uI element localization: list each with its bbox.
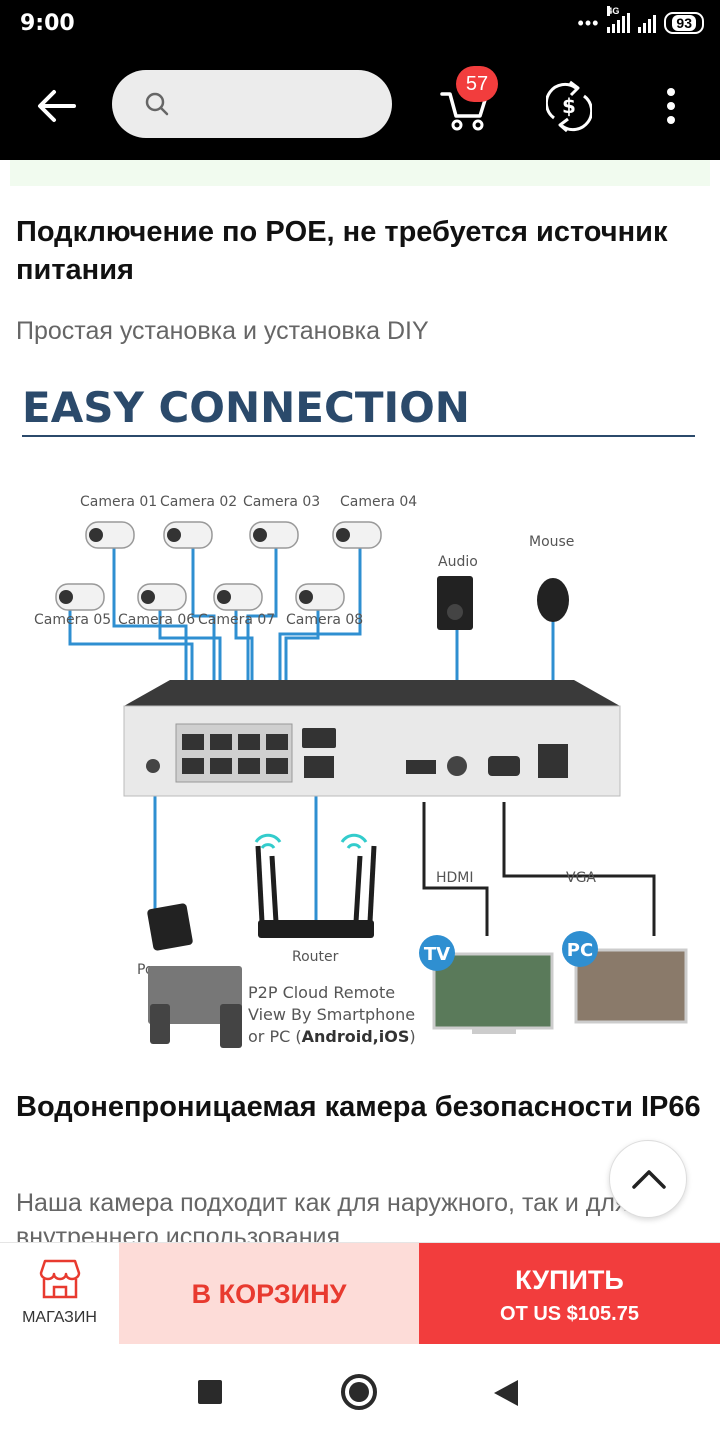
status-time: 9:00 <box>20 11 75 36</box>
p2p-line-3-suffix: ) <box>409 1027 415 1046</box>
search-icon <box>145 92 169 116</box>
buy-now-button[interactable]: КУПИТЬ ОТ US $105.75 <box>419 1243 720 1345</box>
system-back-button[interactable] <box>494 1380 518 1406</box>
back-button[interactable] <box>34 84 78 128</box>
section-title-ip66: Водонепроницаемая камера безопасности IP… <box>16 1091 701 1123</box>
store-icon <box>39 1259 81 1299</box>
vga-label: VGA <box>566 870 596 886</box>
network-type: 4G <box>607 6 620 16</box>
camera-label-02: Camera 02 <box>160 494 237 510</box>
system-navigation-bar <box>0 1344 720 1440</box>
hdmi-label: HDMI <box>436 870 474 886</box>
status-icons: ••• 4G 93 <box>577 6 704 34</box>
section-subtitle-diy: Простая установка и установка DIY <box>16 317 429 345</box>
product-description: Подключение по POE, не требуется источни… <box>0 160 720 1242</box>
store-button[interactable]: МАГАЗИН <box>0 1243 119 1345</box>
camera-label-06: Camera 06 <box>118 612 195 628</box>
add-to-cart-button[interactable]: В КОРЗИНУ <box>119 1243 419 1345</box>
battery-icon: 93 <box>664 12 704 34</box>
camera-label-04: Camera 04 <box>340 494 417 510</box>
more-options-button[interactable] <box>656 84 686 128</box>
currency-exchange-icon: $ <box>544 80 594 133</box>
cart-count-badge: 57 <box>456 66 498 102</box>
svg-text:$: $ <box>562 94 576 118</box>
arrow-left-icon <box>38 90 76 122</box>
cart-icon <box>440 92 487 131</box>
connection-diagram: EASY CONNECTION <box>0 376 720 1056</box>
bottom-action-bar: МАГАЗИН В КОРЗИНУ КУПИТЬ ОТ US $105.75 <box>0 1242 720 1345</box>
p2p-line-1: P2P Cloud Remote <box>248 983 395 1002</box>
camera-label-08: Camera 08 <box>286 612 363 628</box>
signal-4g-icon: 4G <box>607 6 631 33</box>
battery-level: 93 <box>672 15 696 31</box>
p2p-line-3-prefix: or PC ( <box>248 1027 302 1046</box>
store-label: МАГАЗИН <box>22 1309 97 1326</box>
router-label: Router <box>292 949 339 965</box>
search-bar[interactable] <box>112 70 392 138</box>
p2p-platforms: Android,iOS <box>302 1027 410 1046</box>
divider-strip <box>10 160 710 186</box>
recents-button[interactable] <box>198 1380 222 1404</box>
camera-label-05: Camera 05 <box>34 612 111 628</box>
audio-label: Audio <box>438 554 478 570</box>
svg-text:or PC (Android,iOS): or PC (Android,iOS) <box>248 1027 416 1046</box>
cart-button[interactable] <box>438 80 492 134</box>
camera-label-01: Camera 01 <box>80 494 157 510</box>
top-app-bar: 57 $ <box>0 50 720 160</box>
status-bar: 9:00 ••• 4G 93 <box>0 0 720 50</box>
connection-diagram-svg: EASY CONNECTION <box>22 383 695 1048</box>
chevron-up-icon <box>632 1170 666 1189</box>
section-title-poe: Подключение по POE, не требуется источни… <box>16 216 668 286</box>
mouse-label: Mouse <box>529 534 574 550</box>
search-input[interactable] <box>182 84 372 124</box>
more-vertical-icon <box>667 88 675 124</box>
p2p-line-2: View By Smartphone <box>248 1005 415 1024</box>
camera-label-03: Camera 03 <box>243 494 320 510</box>
buy-price: ОТ US $105.75 <box>500 1303 639 1325</box>
camera-label-07: Camera 07 <box>198 612 275 628</box>
scroll-to-top-button[interactable] <box>609 1140 687 1218</box>
pc-label: PC <box>567 940 593 961</box>
home-button[interactable] <box>341 1374 377 1410</box>
buy-label: КУПИТЬ <box>515 1265 624 1295</box>
notification-dots: ••• <box>577 12 600 33</box>
currency-button[interactable]: $ <box>544 80 594 133</box>
tv-label: TV <box>424 944 450 965</box>
diagram-heading: EASY CONNECTION <box>22 383 470 432</box>
signal-icon <box>638 13 657 33</box>
section-subtitle-outdoor: Наша камера подходит как для наружного, … <box>16 1189 629 1242</box>
